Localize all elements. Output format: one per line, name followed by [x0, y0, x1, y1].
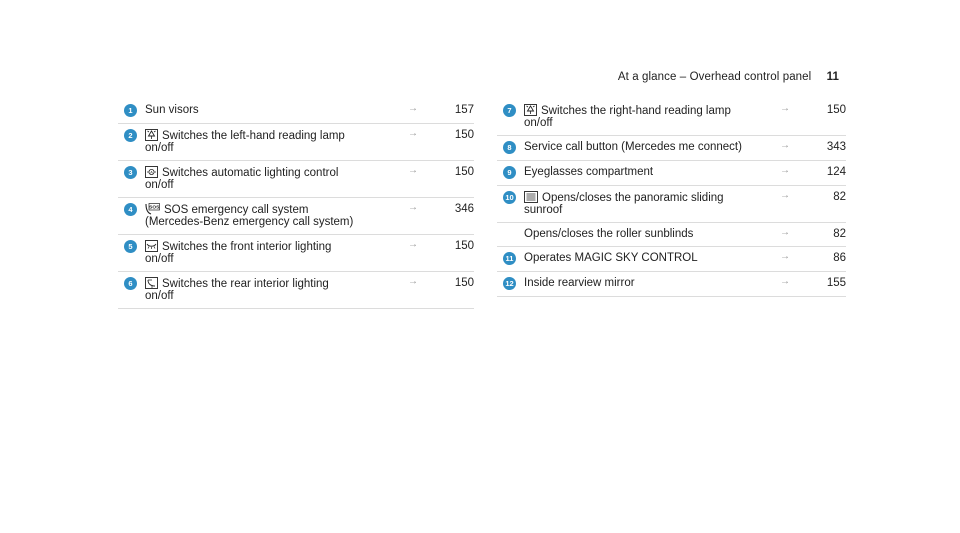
item-text: Switches automatic lighting control [162, 167, 339, 179]
svg-text:A: A [150, 171, 153, 175]
page-reference[interactable]: 150 [454, 166, 474, 178]
arrow-icon: → [408, 239, 418, 250]
page-reference[interactable]: 343 [826, 141, 846, 153]
item-description: Service call button (Mercedes me connect… [524, 141, 776, 153]
item-number-badge: 5 [124, 240, 137, 253]
list-item: 6 Switches the rear interior lighting on… [118, 272, 474, 309]
item-number-badge: 8 [503, 141, 516, 154]
sos-icon: SOS [145, 203, 160, 215]
arrow-icon: → [780, 276, 790, 287]
page-reference[interactable]: 155 [826, 277, 846, 289]
arrow-icon: → [780, 190, 790, 201]
item-description: Sun visors [145, 104, 404, 116]
item-text-continued: on/off [145, 253, 174, 265]
page-reference[interactable]: 82 [833, 228, 846, 240]
arrow-icon: → [780, 165, 790, 176]
list-item: 4 SOS SOS emergency call system (Mercede… [118, 198, 474, 235]
list-item: 11 Operates MAGIC SKY CONTROL → 86 [497, 247, 846, 272]
page-reference[interactable]: 157 [454, 104, 474, 116]
item-number-badge: 12 [503, 277, 516, 290]
page-reference[interactable]: 86 [833, 252, 846, 264]
page-reference[interactable]: 82 [833, 191, 846, 203]
arrow-icon: → [408, 128, 418, 139]
item-text: Switches the left-hand reading lamp [162, 130, 345, 142]
item-number-badge: 4 [124, 203, 137, 216]
item-description: SOS SOS emergency call system (Mercedes-… [145, 203, 404, 228]
item-text: Operates MAGIC SKY CONTROL [524, 252, 698, 264]
item-text: Inside rearview mirror [524, 277, 635, 289]
item-number-badge: 7 [503, 104, 516, 117]
item-description: Switches the left-hand reading lamp on/o… [145, 129, 404, 154]
page-reference[interactable]: 150 [454, 277, 474, 289]
item-text-continued: on/off [145, 290, 174, 302]
item-number-badge: 6 [124, 277, 137, 290]
page-reference[interactable]: 150 [454, 129, 474, 141]
reading-lamp-icon [145, 129, 158, 141]
reading-lamp-icon [524, 104, 537, 116]
section-title: At a glance – Overhead control panel [617, 71, 812, 83]
item-text: Opens/closes the roller sunblinds [524, 228, 694, 240]
item-description: A Switches automatic lighting control on… [145, 166, 404, 191]
page-number: 11 [826, 71, 839, 83]
item-description: Eyeglasses compartment [524, 166, 776, 178]
arrow-icon: → [780, 140, 790, 151]
item-description: Switches the right-hand reading lamp on/… [524, 104, 776, 129]
list-item: 5 Switches the front interior lighting o… [118, 235, 474, 272]
arrow-icon: → [408, 165, 418, 176]
page-header: At a glance – Overhead control panel 11 [618, 71, 839, 83]
item-text-continued: on/off [524, 117, 553, 129]
item-text: SOS emergency call system [164, 204, 309, 216]
list-item: 1 Sun visors → 157 [118, 99, 474, 124]
item-number-badge: 2 [124, 129, 137, 142]
list-item: Opens/closes the roller sunblinds → 82 [497, 223, 846, 247]
svg-text:SOS: SOS [149, 205, 160, 211]
item-text: Service call button (Mercedes me connect… [524, 141, 742, 153]
item-number-badge: 9 [503, 166, 516, 179]
item-text-continued: (Mercedes-Benz emergency call system) [145, 216, 354, 228]
item-text: Eyeglasses compartment [524, 166, 654, 178]
item-number-badge: 1 [124, 104, 137, 117]
item-description: Inside rearview mirror [524, 277, 776, 289]
item-description: Operates MAGIC SKY CONTROL [524, 252, 776, 264]
list-item: 7 Switches the right-hand reading lamp o… [497, 99, 846, 136]
list-item: 3 A Switches automatic lighting control … [118, 161, 474, 198]
list-item: 2 Switches the left-hand reading lamp on… [118, 124, 474, 161]
item-number-badge: 11 [503, 252, 516, 265]
item-number-badge: 10 [503, 191, 516, 204]
arrow-icon: → [780, 227, 790, 238]
rear-interior-light-icon [145, 277, 158, 289]
left-item-list: 1 Sun visors → 157 2 Switches the left-h… [118, 99, 474, 309]
item-number-badge: 3 [124, 166, 137, 179]
item-text: Switches the right-hand reading lamp [541, 105, 731, 117]
item-description: Opens/closes the roller sunblinds [524, 228, 776, 240]
item-text: Switches the front interior lighting [162, 241, 332, 253]
page-reference[interactable]: 150 [826, 104, 846, 116]
list-item: 9 Eyeglasses compartment → 124 [497, 161, 846, 186]
list-item: 8 Service call button (Mercedes me conne… [497, 136, 846, 161]
list-item: 10 Opens/closes the panoramic sliding su… [497, 186, 846, 223]
item-text: Switches the rear interior lighting [162, 278, 329, 290]
arrow-icon: → [780, 103, 790, 114]
item-description: Switches the front interior lighting on/… [145, 240, 404, 265]
front-interior-light-icon [145, 240, 158, 252]
right-item-list: 7 Switches the right-hand reading lamp o… [497, 99, 846, 297]
arrow-icon: → [408, 276, 418, 287]
item-text-continued: on/off [145, 179, 174, 191]
item-text: Sun visors [145, 104, 199, 116]
item-text-continued: on/off [145, 142, 174, 154]
item-description: Switches the rear interior lighting on/o… [145, 277, 404, 302]
arrow-icon: → [780, 251, 790, 262]
arrow-icon: → [408, 103, 418, 114]
page-reference[interactable]: 346 [454, 203, 474, 215]
page-reference[interactable]: 124 [826, 166, 846, 178]
page-reference[interactable]: 150 [454, 240, 474, 252]
item-description: Opens/closes the panoramic sliding sunro… [524, 191, 776, 216]
item-text-continued: sunroof [524, 204, 563, 216]
sunroof-icon [524, 191, 538, 203]
list-item: 12 Inside rearview mirror → 155 [497, 272, 846, 297]
item-text: Opens/closes the panoramic sliding [542, 192, 724, 204]
arrow-icon: → [408, 202, 418, 213]
auto-light-icon: A [145, 166, 158, 178]
